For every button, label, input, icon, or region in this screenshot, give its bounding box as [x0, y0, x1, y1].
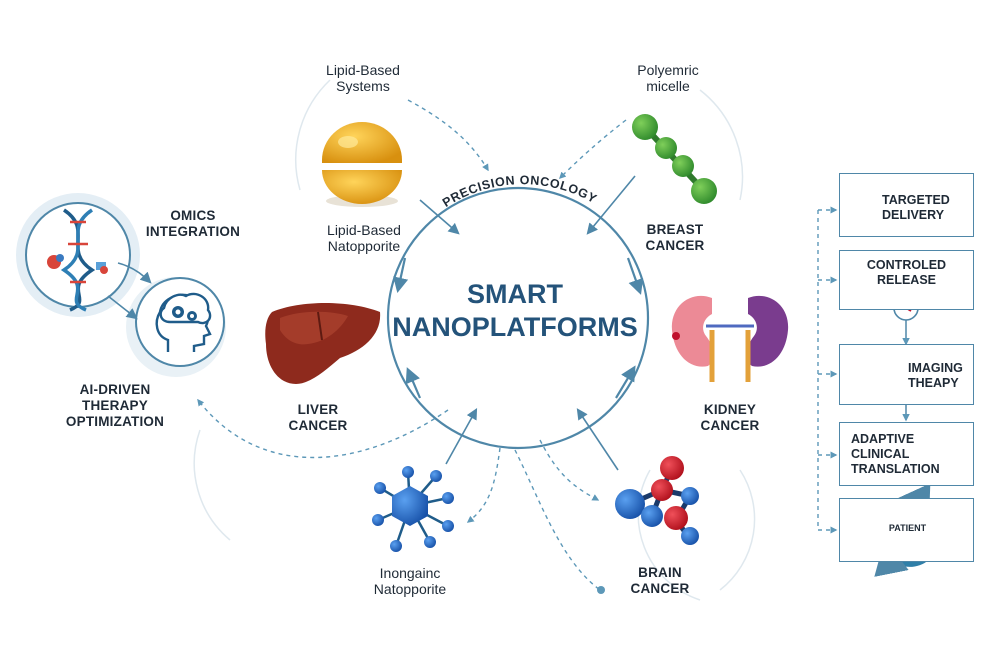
patient-box: PATIENT	[839, 498, 974, 562]
central-ring	[386, 186, 650, 450]
precision-oncology-label: PRECISION ONCOLOGY	[440, 173, 600, 210]
liver-icon	[265, 303, 381, 384]
ring-arrow-left	[393, 257, 409, 294]
title-line-2: NANOPLATFORMS	[392, 312, 638, 342]
micelle-chain-icon	[632, 114, 717, 204]
ring-arrow-bottom-right	[615, 365, 636, 399]
dna-icon	[60, 208, 96, 312]
dashed-connections	[197, 99, 838, 591]
ai-head-icon	[155, 292, 212, 352]
omics-cluster	[16, 193, 226, 377]
decorative-arcs	[193, 79, 756, 601]
ring-arrow-bottom-left	[405, 367, 422, 399]
kidney-icon	[671, 295, 789, 382]
lipid-sphere-icon	[322, 122, 402, 207]
inorganic-nanoparticle-icon	[372, 466, 454, 552]
ring-arrow-right	[626, 257, 644, 295]
patient-label: PATIENT	[888, 523, 927, 533]
title-line-1: SMART	[467, 279, 563, 309]
molecule-blue-icon	[96, 262, 106, 270]
brain-molecule-icon	[615, 456, 699, 545]
connector-dot	[597, 586, 605, 594]
smart-nanoplatforms-title: SMART NANOPLATFORMS	[370, 278, 660, 344]
spoke-arrows	[419, 175, 636, 471]
